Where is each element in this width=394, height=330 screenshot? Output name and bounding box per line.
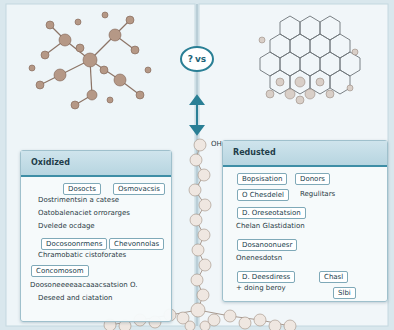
vs-text: ? [188, 54, 193, 64]
list-item: Oatobalenaciet orrorarges [38, 209, 130, 217]
tag-button: Donors [295, 173, 330, 185]
button-text: D. Deesdiress [242, 273, 290, 281]
panel-heading: Oxidized [21, 151, 171, 177]
oxidized-atoms [29, 12, 151, 109]
vs-circle: ?vs [180, 46, 214, 72]
tag-button: Dosocts [63, 183, 101, 195]
button-text: Docosoonrmens [46, 240, 102, 248]
tag-button: Chevonnolas [109, 238, 164, 250]
list-item: Dostrimentsin a catese [38, 196, 119, 204]
button-text: Concomosom [36, 267, 84, 275]
button-text: Dosocts [68, 185, 96, 193]
button-text: Dosanoonuesr [242, 241, 292, 249]
left-page [6, 4, 195, 326]
list-item: Chelan Glastidation [236, 222, 305, 230]
reduced-molecule [260, 16, 360, 94]
tag-button: Docosoonrmens [41, 238, 107, 250]
tag-button: Chasl [319, 271, 348, 283]
button-text: Osmovacsis [118, 185, 160, 193]
button-text: Bopsisation [242, 175, 282, 183]
list-item: Dvelede ocdage [38, 222, 95, 230]
button-text: Chevonnolas [114, 240, 159, 248]
tag-button: D. Oreseotatsion [237, 207, 306, 219]
panel-heading: Redusted [223, 141, 387, 167]
list-item: Chramobatic cistoforates [38, 251, 126, 259]
tag-button: D. Deesdiress [237, 271, 295, 283]
list-item: Onenesdotsn [236, 254, 282, 262]
tag-button: Slbi [333, 287, 356, 299]
tag-button: Osmovacsis [113, 183, 165, 195]
reduced-atoms [259, 37, 358, 104]
button-text: O Chesdelel [242, 191, 284, 199]
atom-label: OH [211, 140, 222, 148]
list-item: Doosoneeeeaacaaacsatsion O. [30, 281, 137, 289]
tag-button: Concomosom [31, 265, 89, 277]
tag-button: Dosanoonuesr [237, 239, 297, 251]
list-item: Regulitars [300, 190, 335, 198]
list-item: Deseed and ciatation [38, 294, 113, 302]
button-text: D. Oreseotatsion [242, 209, 301, 217]
double-arrow [191, 96, 203, 134]
tag-button: O Chesdelel [237, 189, 289, 201]
oxidized-molecule [40, 20, 140, 105]
button-text: Donors [300, 175, 325, 183]
panel: RedustedBopsisation Donors D. Oreseotatsio… [222, 140, 388, 302]
button-text: Chasl [324, 273, 343, 281]
list-item: + doing beroy [236, 284, 286, 292]
tag-button: Bopsisation [237, 173, 287, 185]
right-page [199, 4, 388, 326]
button-text: Slbi [338, 289, 351, 297]
vs-text: vs [195, 54, 206, 64]
